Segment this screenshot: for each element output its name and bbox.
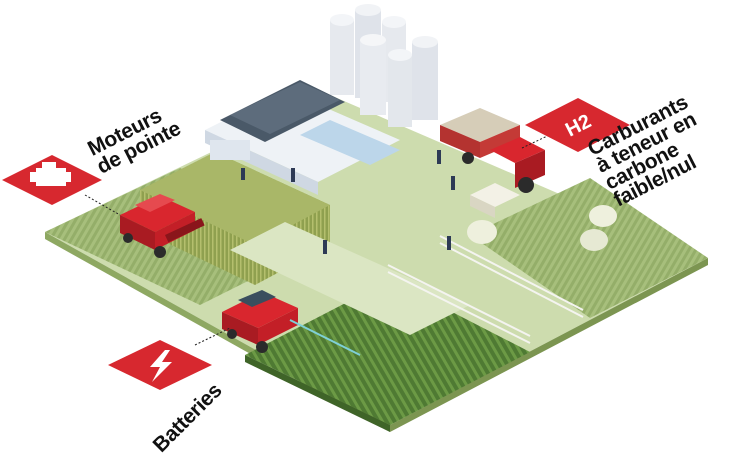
- combine-harvester-crop: [222, 290, 361, 356]
- hydrogen-leader-line: [521, 129, 561, 149]
- lightning-bolt-icon: [150, 350, 172, 382]
- fence-right: [439, 235, 584, 318]
- batteries-leader-line: [194, 327, 231, 346]
- hay-bales: [467, 183, 617, 251]
- silos: [330, 4, 438, 127]
- farm-illustration: H2: [2, 4, 708, 432]
- engine-icon: [30, 162, 71, 186]
- farm-workers: [241, 150, 455, 254]
- farm-path: [230, 222, 470, 335]
- crop-field: [245, 280, 530, 432]
- engines-badge: [2, 155, 102, 205]
- tractor-trailer: [440, 108, 545, 193]
- batteries-badge: [108, 340, 212, 390]
- fence-left: [387, 264, 531, 344]
- combine-harvester-wheat: [120, 194, 205, 258]
- barn-building: [205, 80, 400, 195]
- engines-leader-line: [84, 194, 121, 216]
- hydrogen-badge: H2: [525, 98, 630, 152]
